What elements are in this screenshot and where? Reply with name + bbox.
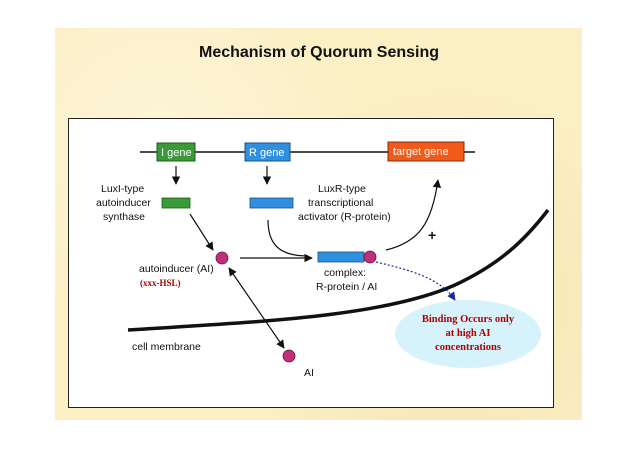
autoinducer-label: autoinducer (AI) xyxy=(139,263,214,275)
callout-line xyxy=(375,261,456,301)
synthase-to-ai-arrow xyxy=(189,213,214,251)
target-gene-box: target gene xyxy=(387,141,465,162)
luxi-label-line1: LuxI-type xyxy=(101,183,144,195)
outside-ai-label: AI xyxy=(304,367,314,379)
r-gene-label: R gene xyxy=(249,147,284,159)
rprotein-to-complex-arrow xyxy=(267,219,309,257)
luxr-protein-bar xyxy=(249,197,294,209)
luxr-label-line1: LuxR-type xyxy=(318,183,366,195)
i-gene-box: I gene xyxy=(156,142,196,162)
hsl-label: (xxx-HSL) xyxy=(140,278,181,288)
ai-diffusion-arrow xyxy=(228,267,285,349)
luxr-label-line2: transcriptional xyxy=(308,197,373,209)
complex-shape xyxy=(317,250,377,264)
complex-label-line2: R-protein / AI xyxy=(316,281,377,293)
activation-arrow xyxy=(385,179,442,251)
bubble-line2: at high AI xyxy=(446,328,491,339)
plus-sign: + xyxy=(428,227,436,243)
bubble-line1: Binding Occurs only xyxy=(422,314,515,325)
luxi-label-line3: synthase xyxy=(103,211,145,223)
slide-title: Mechanism of Quorum Sensing xyxy=(198,44,440,61)
luxi-label-line2: autoinducer xyxy=(96,197,151,209)
r-gene-box: R gene xyxy=(244,142,291,162)
complex-label-line1: complex: xyxy=(324,267,366,279)
i-gene-label: I gene xyxy=(161,147,192,159)
autoinducer-dot xyxy=(215,251,229,265)
cell-membrane-curve xyxy=(127,208,550,332)
cell-membrane-label: cell membrane xyxy=(132,341,201,353)
luxi-synthase-bar xyxy=(161,197,191,209)
luxr-label-line3: activator (R-protein) xyxy=(298,211,391,223)
target-gene-label: target gene xyxy=(393,146,449,158)
outside-ai-dot xyxy=(282,349,296,363)
bubble-line3: concentrations xyxy=(435,342,501,353)
binding-note-bubble xyxy=(395,300,541,368)
